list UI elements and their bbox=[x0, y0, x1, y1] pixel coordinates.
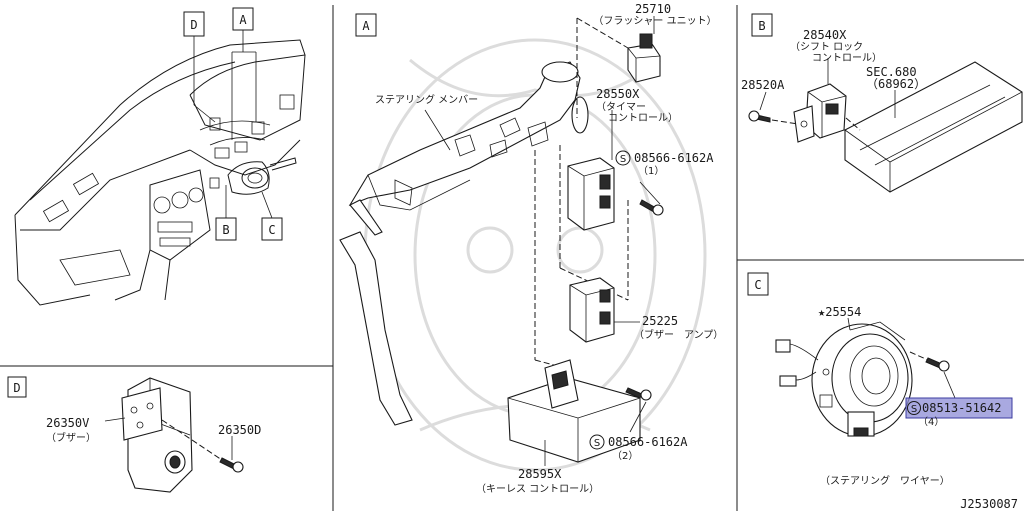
section-c: C ★25554 S 08513-51642 （4） （ bbox=[747, 272, 1013, 487]
screw-a2 bbox=[625, 387, 643, 399]
callout-b-box[interactable]: B bbox=[215, 217, 237, 241]
steering-wire[interactable] bbox=[811, 321, 913, 437]
buzzer-amp-number: 25225 bbox=[642, 314, 678, 328]
callout-a-box[interactable]: A bbox=[232, 7, 254, 31]
section-d-label: D bbox=[13, 381, 20, 395]
steering-member-post bbox=[339, 231, 413, 426]
sec-ref: SEC.680 bbox=[866, 65, 917, 79]
buzzer-number: 26350V bbox=[46, 416, 89, 430]
timer-name-1: （タイマー bbox=[596, 101, 646, 113]
screw-a2-number: 08566-6162A bbox=[608, 435, 688, 449]
timer-name-2: コントロール） bbox=[608, 112, 678, 124]
steering-member-label: ステアリング メンバー bbox=[375, 93, 478, 106]
section-c-label: C bbox=[754, 278, 761, 292]
buzzer-amp[interactable] bbox=[569, 277, 615, 343]
highlighted-part-number[interactable] bbox=[905, 397, 1013, 419]
dashboard-overview bbox=[14, 30, 306, 306]
callout-a-label: A bbox=[239, 13, 247, 27]
screw-a1-number: 08566-6162A bbox=[634, 151, 714, 165]
flasher-name: （フラッシャー ユニット） bbox=[593, 15, 716, 27]
shift-lock-name-2: コントロール） bbox=[812, 52, 882, 64]
s-symbol-c: S bbox=[911, 404, 917, 415]
flasher-unit[interactable] bbox=[627, 43, 661, 83]
callout-b-label: B bbox=[222, 223, 229, 237]
callout-d-label: D bbox=[190, 18, 197, 32]
keyless-number: 28595X bbox=[518, 467, 562, 481]
steering-wire-screw-number: 08513-51642 bbox=[922, 401, 1001, 415]
shift-lock-name-1: （シフト ロック bbox=[790, 41, 863, 53]
callout-d-box[interactable]: D bbox=[183, 11, 205, 37]
wire-connector-2 bbox=[779, 375, 797, 387]
buzzer-screw-number: 26350D bbox=[218, 423, 261, 437]
buzzer-name: （ブザー） bbox=[46, 431, 96, 444]
steering-wire-screw-qty: （4） bbox=[918, 416, 944, 428]
screw-a1-qty: （1） bbox=[638, 165, 664, 177]
section-b-label: B bbox=[758, 19, 765, 33]
wire-connector-1 bbox=[775, 339, 791, 353]
screw-a2-qty: （2） bbox=[612, 450, 638, 462]
steering-member[interactable] bbox=[348, 61, 581, 207]
section-a-label: A bbox=[362, 19, 370, 33]
s-symbol-a1: S bbox=[620, 154, 626, 165]
diagram-id: J2530087 bbox=[960, 497, 1018, 511]
flasher-number: 25710 bbox=[635, 2, 671, 16]
bolt-number: 28520A bbox=[741, 78, 785, 92]
callout-c-label: C bbox=[268, 223, 275, 237]
buzzer-amp-name: （ブザー アンプ） bbox=[634, 328, 723, 341]
steering-wire-number: ★25554 bbox=[818, 305, 861, 319]
s-symbol-a2: S bbox=[594, 438, 600, 449]
section-d: D 26350V （ブザー） 26350D bbox=[7, 376, 261, 493]
section-b: B SEC.680 （68962） 28540X （シフト ロック コントロール… bbox=[741, 13, 1023, 193]
callout-c-box[interactable]: C bbox=[261, 217, 283, 241]
steering-wire-name: （ステアリング ワイヤー） bbox=[820, 474, 950, 487]
section-a: A ステアリング メンバー 25710 （フラッシャー ユニット） 28550X bbox=[339, 2, 723, 495]
shift-lock-number: 28540X bbox=[803, 28, 847, 42]
timer-number: 28550X bbox=[596, 87, 640, 101]
keyless-name: （キーレス コントロール） bbox=[476, 483, 599, 495]
section-dividers bbox=[0, 5, 1024, 511]
sec-ref-part: （68962） bbox=[866, 77, 926, 91]
sec680-bracket[interactable] bbox=[844, 61, 1023, 193]
timer-control[interactable] bbox=[567, 157, 615, 231]
buzzer-bracket bbox=[121, 387, 163, 441]
